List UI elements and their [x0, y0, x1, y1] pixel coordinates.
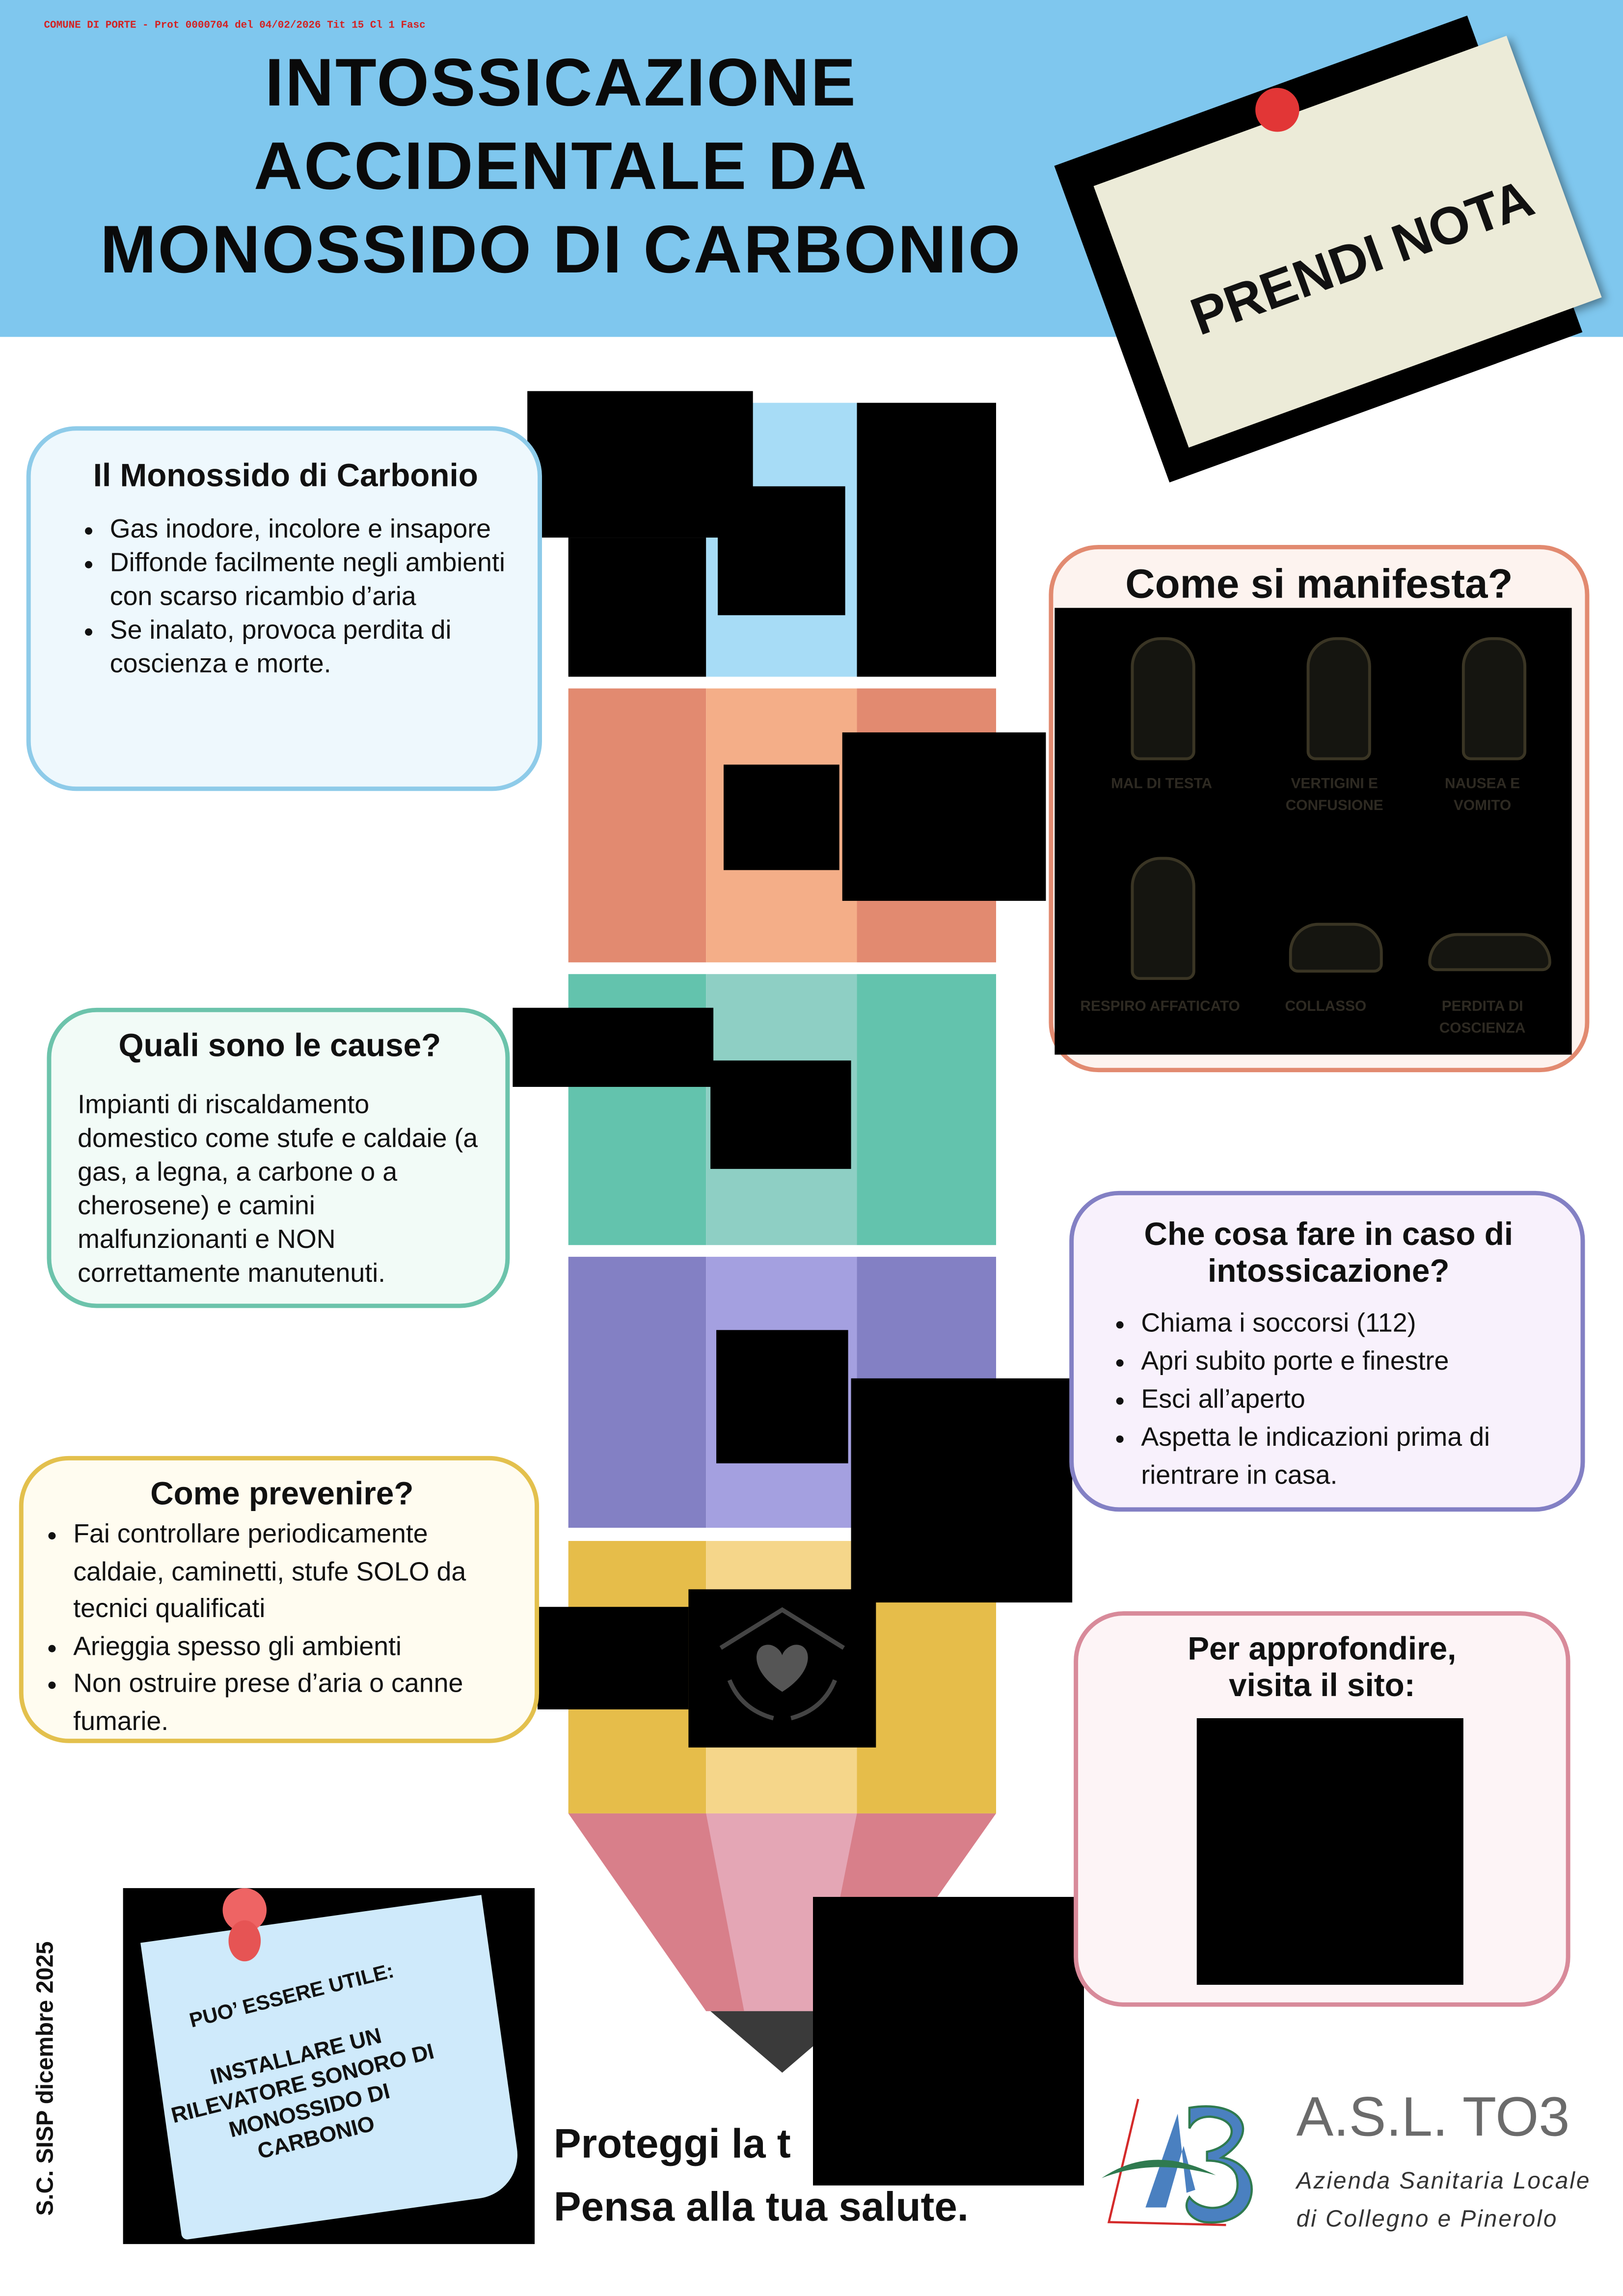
redacted-block [513, 1007, 714, 1087]
redacted-block [538, 1607, 689, 1710]
redacted-block [813, 1897, 1084, 2186]
unconscious-figure-icon [1428, 933, 1551, 972]
list-item: Aspetta le indicazioni prima di rientrar… [1141, 1418, 1566, 1494]
redacted-block [723, 764, 839, 870]
slogan-line: Pensa alla tua salute. [553, 2184, 969, 2230]
list-item: Diffonde facilmente negli ambienti con s… [110, 546, 512, 614]
title-line: MONOSSIDO DI CARBONIO [100, 211, 1022, 287]
page-title: INTOSSICAZIONE ACCIDENTALE DA MONOSSIDO … [29, 41, 1093, 292]
breathing-figure-icon [1131, 857, 1195, 980]
list-item: Apri subito porte e finestre [1141, 1342, 1566, 1380]
list-item: Esci all’aperto [1141, 1380, 1566, 1418]
symptom-label: VERTIGINI E CONFUSIONE [1285, 776, 1383, 814]
redacted-block [842, 732, 1046, 901]
title-line: INTOSSICAZIONE [265, 44, 857, 120]
logo-subtitle: Azienda Sanitaria Locale [1296, 2169, 1591, 2194]
symptom-label: MAL DI TESTA [1111, 776, 1213, 793]
redacted-block [527, 391, 753, 538]
list-item: Fai controllare periodicamente caldaie, … [73, 1516, 526, 1628]
slogan-line: Proteggi la t [553, 2121, 791, 2167]
card-title: Il Monossido di Carbonio [93, 457, 478, 494]
symptom-label: COLLASSO [1285, 999, 1367, 1015]
asl-to3-logo: A.S.L. TO3 Azienda Sanitaria Locale di C… [1101, 2087, 1589, 2248]
title-line: ACCIDENTALE DA [253, 127, 868, 204]
bullet-list: Fai controllare periodicamente caldaie, … [24, 1516, 526, 1740]
headache-figure-icon [1131, 637, 1195, 760]
pushpin-icon-body [228, 1920, 261, 1962]
redacted-block [568, 538, 706, 677]
list-item: Se inalato, provoca perdita di coscienza… [110, 614, 512, 681]
nausea-figure-icon [1461, 637, 1527, 760]
symptom-label: RESPIRO AFFATICATO [1080, 999, 1240, 1015]
prevenire-card: Come prevenire? Fai controllare periodic… [19, 1456, 540, 1743]
cause-card: Quali sono le cause? Impianti di riscald… [47, 1007, 510, 1308]
home-heart-icon [688, 1589, 876, 1748]
card-text: Impianti di riscaldamento domestico come… [78, 1089, 478, 1288]
logo-name: A.S.L. TO3 [1296, 2087, 1570, 2149]
redacted-block [718, 486, 845, 616]
card-title: Come si manifesta? [1125, 561, 1513, 607]
list-item: Arieggia spesso gli ambienti [73, 1628, 526, 1665]
redacted-block [851, 1378, 1073, 1603]
list-item: Non ostruire prese d’aria o canne fumari… [73, 1666, 526, 1740]
card-title: Quali sono le cause? [118, 1026, 441, 1064]
card-title: Come prevenire? [150, 1475, 414, 1512]
utile-note: PUO’ ESSERE UTILE: INSTALLARE UN RILEVAT… [123, 1888, 535, 2244]
redacted-block [857, 403, 996, 677]
qr-code[interactable] [1196, 1718, 1463, 1985]
bullet-list: Chiama i soccorsi (112) Apri subito port… [1091, 1304, 1566, 1494]
symptom-label: NAUSEA E VOMITO [1445, 776, 1520, 814]
symptoms-image: MAL DI TESTA VERTIGINI E CONFUSIONE NAUS… [1055, 608, 1572, 1055]
card-title: Che cosa fare in caso di intossicazione? [1144, 1216, 1514, 1289]
symptom-label: PERDITA DI COSCIENZA [1439, 999, 1526, 1037]
monossido-card: Il Monossido di Carbonio Gas inodore, in… [26, 426, 542, 791]
dizziness-figure-icon [1306, 637, 1371, 760]
prendi-nota-note: PRENDI NOTA [1054, 15, 1602, 484]
collapse-figure-icon [1289, 922, 1383, 973]
redacted-block [710, 1060, 851, 1169]
protocol-stamp: COMUNE DI PORTE - Prot 0000704 del 04/02… [44, 20, 426, 32]
logo-subtitle: di Collegno e Pinerolo [1296, 2207, 1558, 2233]
cosa-fare-card: Che cosa fare in caso di intossicazione?… [1069, 1190, 1585, 1512]
card-title: Per approfondire, visita il sito: [1188, 1630, 1457, 1704]
side-credit: S.C. SISP dicembre 2025 [33, 1941, 59, 2216]
pushpin-icon [1255, 88, 1299, 132]
list-item: Chiama i soccorsi (112) [1141, 1304, 1566, 1342]
list-item: Gas inodore, incolore e insapore [110, 513, 512, 546]
bullet-list: Gas inodore, incolore e insapore Diffond… [60, 513, 511, 681]
redacted-block [716, 1330, 848, 1463]
